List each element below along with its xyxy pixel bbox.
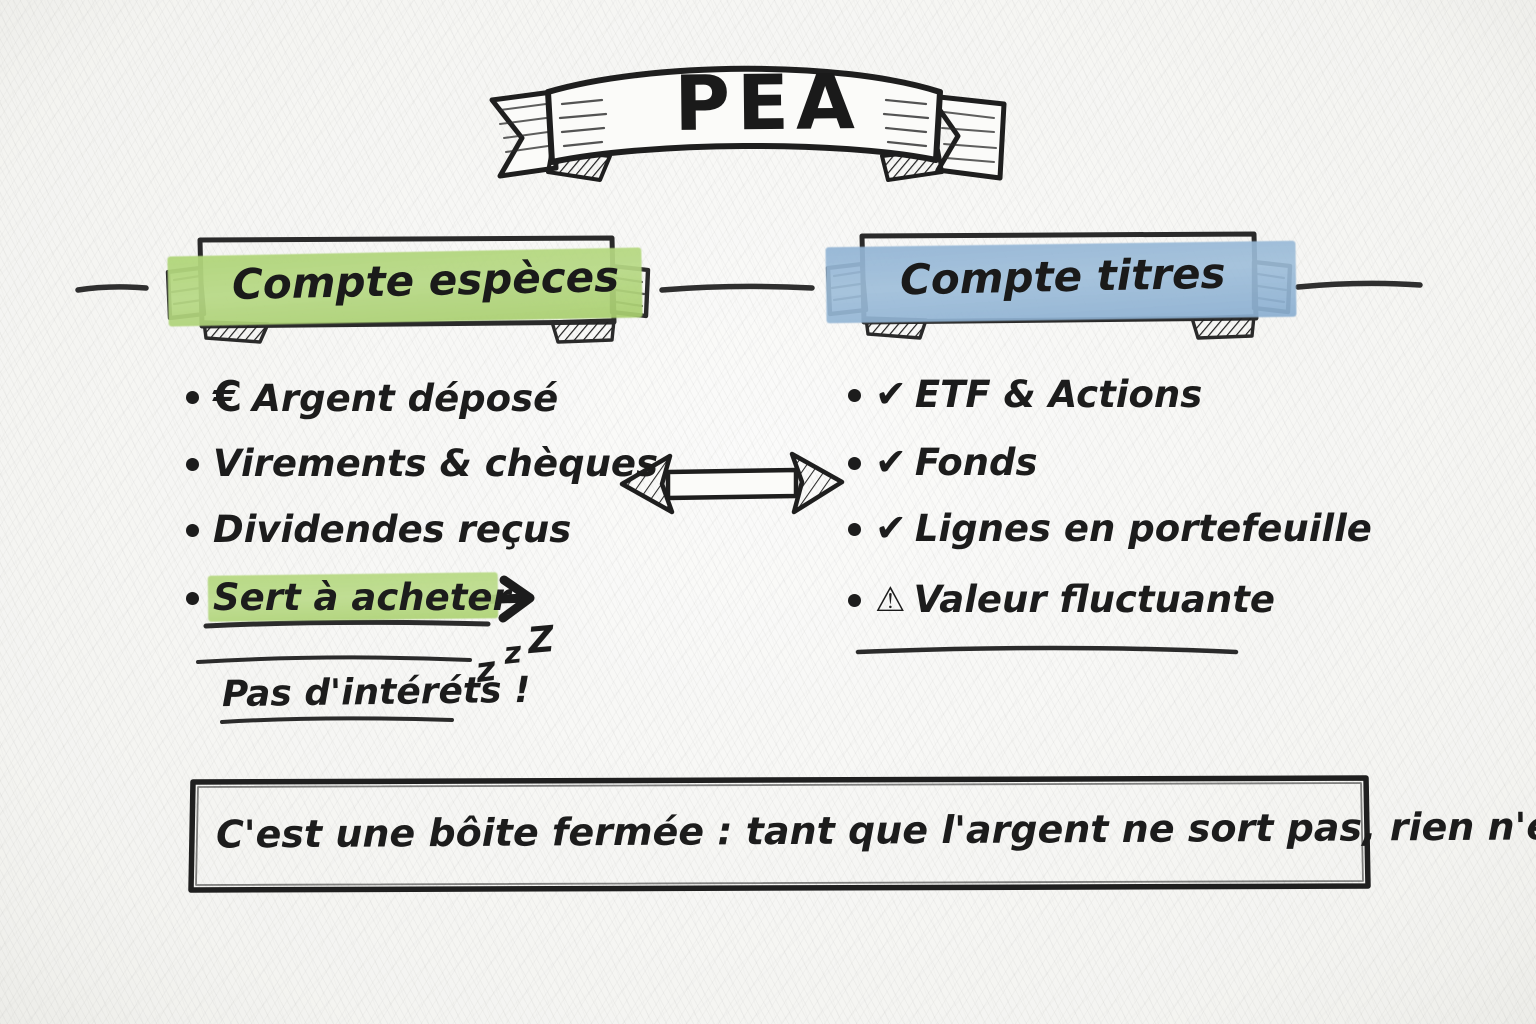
bullet-dot-icon [186,592,199,605]
list-item: ✔Lignes en portefeuille [848,506,1372,550]
bullet-dot-icon [186,391,199,404]
column-heading-compte-especes: Compte espèces [231,251,620,310]
sleep-mark-icon: z [473,648,499,692]
list-item-label: Fonds [914,441,1038,484]
check-icon: ✔ [875,372,907,416]
list-item: Dividendes reçus [186,508,571,551]
sleep-mark-icon: z [502,635,524,672]
bullet-dot-icon [186,458,199,471]
list-item-label: ETF & Actions [914,373,1203,416]
list-item-highlighted: Sert à acheter [186,576,511,619]
bullet-dot-icon [848,388,861,402]
list-item: ✔Fonds [848,440,1038,484]
euro-icon: € [213,372,243,421]
list-item-label: Virements & chèques [213,442,659,485]
check-icon: ✔ [875,506,907,550]
warning-icon: ⚠ [875,580,906,620]
page-title: PEA [673,57,863,148]
list-item-label: Sert à acheter [213,576,511,619]
check-icon: ✔ [875,440,907,484]
bullet-dot-icon [848,456,861,470]
bullet-dot-icon [848,594,861,607]
conclusion-statement: C'est une bôite fermée : tant que l'arge… [215,803,1536,857]
list-item: Virements & chèques [186,442,658,485]
list-item-label: Lignes en portefeuille [914,507,1372,550]
list-item: ✔ETF & Actions [848,372,1202,416]
list-item: €Argent déposé [186,372,558,421]
column-heading-compte-titres: Compte titres [899,248,1226,305]
sleep-mark-icon: Z [526,618,556,663]
list-item-label: Dividendes reçus [213,508,572,551]
list-item: ⚠Valeur fluctuante [848,578,1275,621]
list-item-label: Valeur fluctuante [913,578,1275,621]
list-item-label: Argent déposé [252,377,559,420]
bullet-dot-icon [848,522,861,536]
bullet-dot-icon [186,524,199,537]
